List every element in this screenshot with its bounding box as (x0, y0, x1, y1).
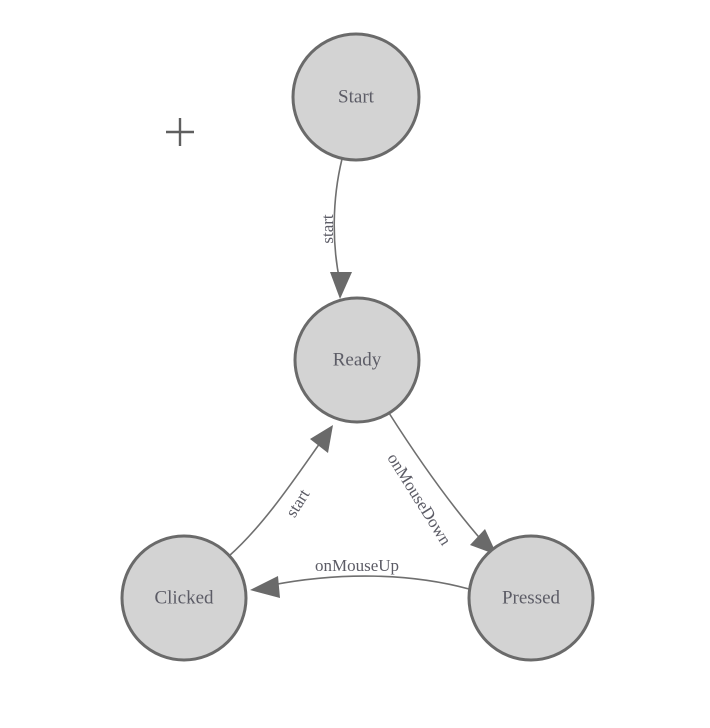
node-start[interactable]: Start (291, 32, 421, 162)
arrow-head-clicked (250, 576, 280, 598)
node-ready-circle (293, 296, 421, 424)
edge-ready-to-pressed[interactable]: onMouseDown (384, 412, 497, 555)
arrow-head-ready-2 (310, 425, 333, 453)
node-clicked-circle (120, 534, 248, 662)
arrow-head-pressed (470, 529, 497, 555)
node-pressed-circle (467, 534, 595, 662)
node-pressed-label: Pressed (502, 587, 561, 608)
edge-pressed-to-clicked[interactable]: onMouseUp (250, 556, 470, 598)
node-ready[interactable]: Ready (293, 296, 421, 424)
node-ready-label: Ready (333, 349, 382, 370)
edge-label-start-to-ready: start (318, 214, 337, 244)
edge-label-ready-to-pressed: onMouseDown (384, 450, 456, 549)
crosshair-icon (166, 118, 194, 146)
edge-start-to-ready[interactable]: start (318, 158, 352, 299)
node-clicked-label: Clicked (154, 587, 214, 608)
node-start-label: Start (338, 86, 375, 107)
node-start-circle (291, 32, 421, 162)
node-clicked[interactable]: Clicked (120, 534, 248, 662)
edge-clicked-to-ready[interactable]: start (228, 425, 333, 557)
node-pressed[interactable]: Pressed (467, 534, 595, 662)
edge-label-pressed-to-clicked: onMouseUp (315, 556, 399, 575)
arrow-head-ready (330, 272, 352, 299)
